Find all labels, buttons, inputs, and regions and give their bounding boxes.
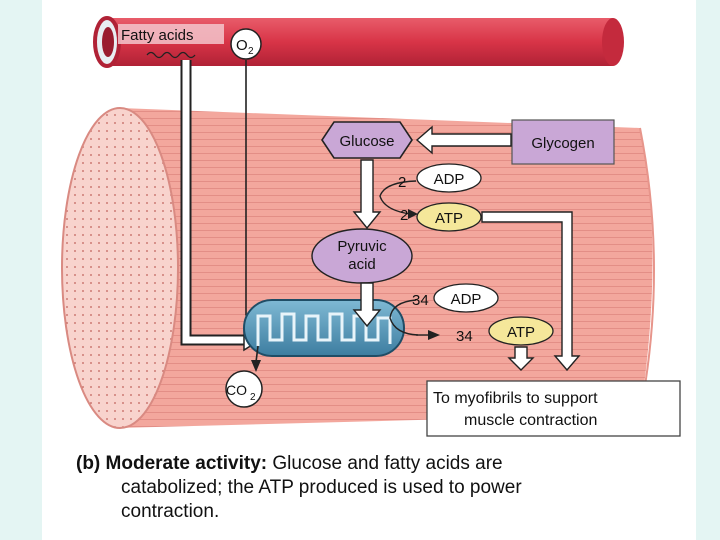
muscle-fiber-end — [61, 107, 179, 429]
figure-caption: (b) Moderate activity: Glucose and fatty… — [76, 452, 676, 524]
atp-label-top: ATP — [435, 210, 463, 227]
glycogen-box — [511, 119, 615, 165]
pyruvic-label-line2: acid — [348, 256, 376, 273]
atp-to-myofibrils-arrow — [481, 211, 581, 372]
adp-label-mito: ADP — [451, 291, 482, 308]
adp-oval-mito — [433, 283, 499, 313]
adp-count-mito: 34 — [412, 292, 429, 309]
myofibrils-box — [426, 380, 681, 437]
mitochondrion — [243, 299, 405, 357]
pyruvic-label-line1: Pyruvic — [337, 238, 387, 255]
co2-molecule — [225, 370, 263, 408]
caption-prefix: (b) Moderate activity: — [76, 453, 268, 474]
atp-oval-top — [416, 202, 482, 232]
adp-oval-top — [416, 163, 482, 193]
o2-molecule — [230, 28, 262, 60]
adp-count-top: 2 — [398, 174, 406, 191]
atp-down-arrow — [507, 346, 535, 371]
atp-label-mito: ATP — [507, 324, 535, 341]
myofibrils-label-line2: muscle contraction — [464, 412, 597, 429]
caption-line2: catabolized; the ATP produced is used to… — [121, 477, 522, 498]
o2-subscript: 2 — [248, 46, 254, 57]
glycogen-to-glucose-arrow — [415, 125, 512, 155]
adp-label-top: ADP — [434, 171, 465, 188]
caption-line3: contraction. — [121, 501, 220, 522]
pyruvate-to-mitochondrion-arrow — [352, 282, 382, 328]
atp-count-mito: 34 — [456, 328, 473, 345]
glucose-to-pyruvate-arrow — [352, 159, 382, 230]
glucose-hexagon — [321, 121, 413, 159]
co2-label: CO — [226, 382, 247, 398]
glycogen-label: Glycogen — [531, 135, 594, 152]
atp-oval-mito — [488, 316, 554, 346]
co2-subscript: 2 — [250, 392, 256, 403]
fatty-acids-label: Fatty acids — [121, 27, 194, 44]
atp-count-top: 2 — [400, 207, 408, 224]
o2-label: O — [236, 37, 248, 54]
glucose-label: Glucose — [339, 133, 394, 150]
myofibrils-label-line1: To myofibrils to support — [433, 390, 598, 407]
caption-line1: Glucose and fatty acids are — [267, 453, 503, 474]
